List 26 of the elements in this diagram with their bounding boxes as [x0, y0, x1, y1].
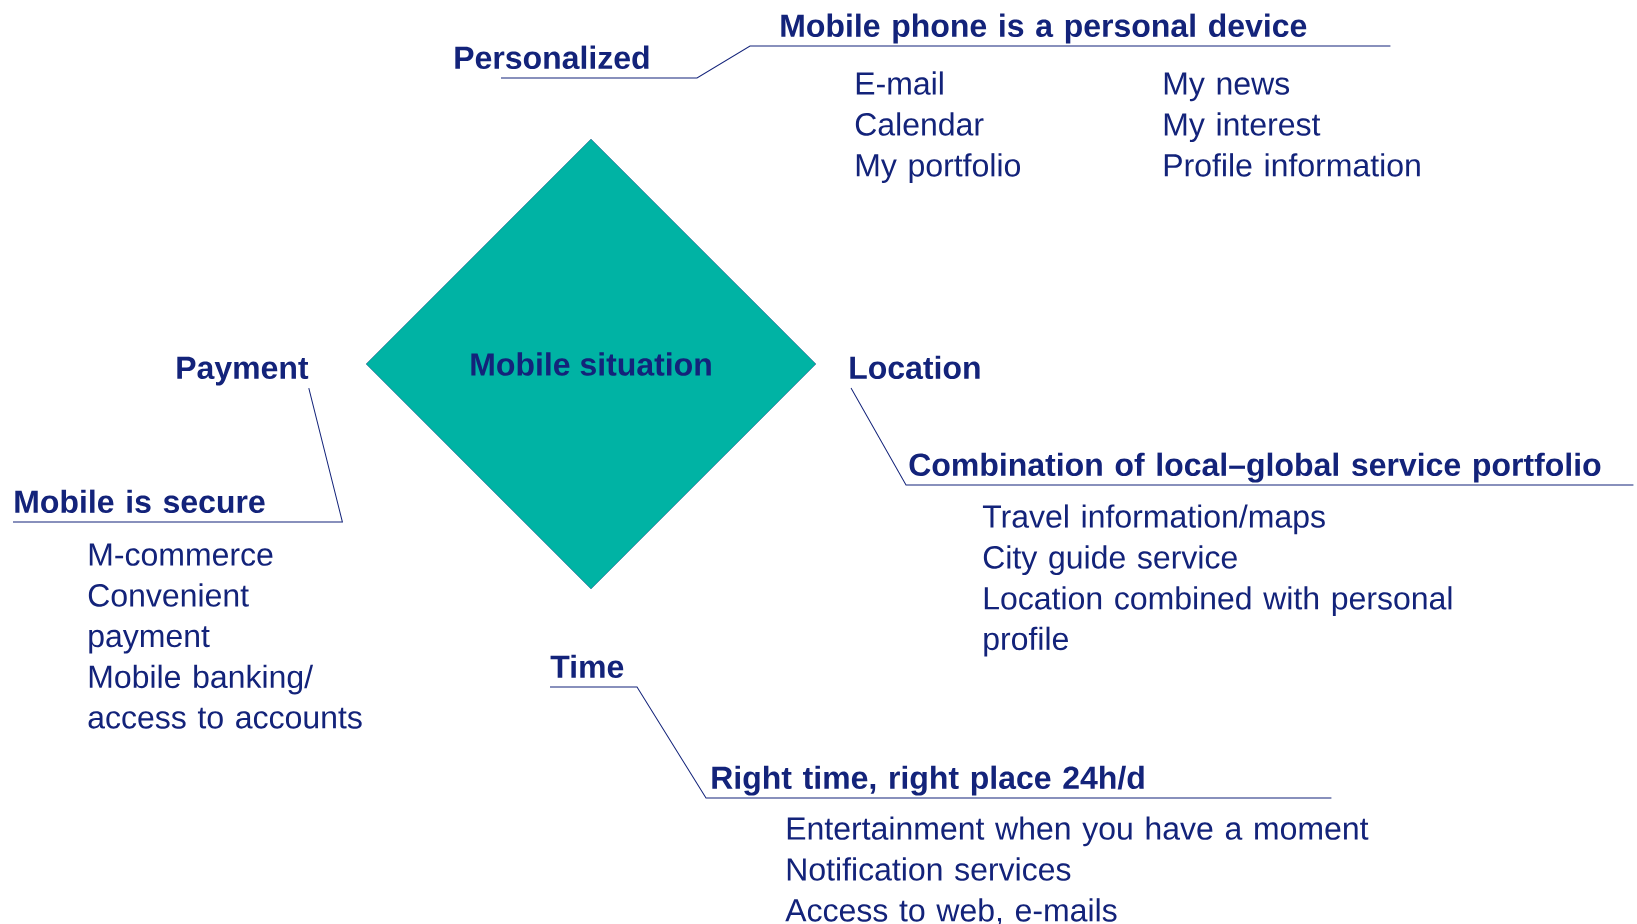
heading: Right time, right place 24h/d	[712, 765, 1144, 796]
heading: Mobile phone is a personal device	[781, 13, 1307, 44]
leader-line	[850, 387, 1634, 486]
leader-line	[500, 45, 1391, 79]
list-item: E-mail	[856, 71, 943, 95]
list-item: Travel information/maps	[982, 504, 1325, 535]
list-item: My interest	[1164, 112, 1321, 143]
list-item: My news	[1164, 72, 1290, 102]
list-item: Convenient payment	[88, 583, 249, 654]
list-item: Notification services	[787, 857, 1071, 881]
list-item: Calendar	[855, 112, 984, 136]
list-item: Location combined with personal profile	[984, 586, 1452, 657]
category-label: Payment	[177, 356, 309, 386]
list-item: Mobile banking/ access to accounts	[88, 664, 362, 729]
category-label: Time	[550, 654, 624, 679]
leader-line	[549, 686, 1332, 799]
heading: Combination of local–global service portfolio	[909, 452, 1601, 483]
category-label: Location	[850, 355, 980, 380]
list-item: M-commerce	[89, 543, 273, 566]
list-item: Profile information	[1164, 153, 1420, 177]
list-item: My portfolio	[856, 153, 1020, 183]
list-item: Entertainment when you have a moment	[787, 816, 1369, 847]
heading: Mobile is secure	[15, 489, 265, 514]
list-item: City guide service	[983, 545, 1237, 576]
leader-line	[12, 387, 343, 523]
category-label: Personalized	[455, 45, 649, 70]
